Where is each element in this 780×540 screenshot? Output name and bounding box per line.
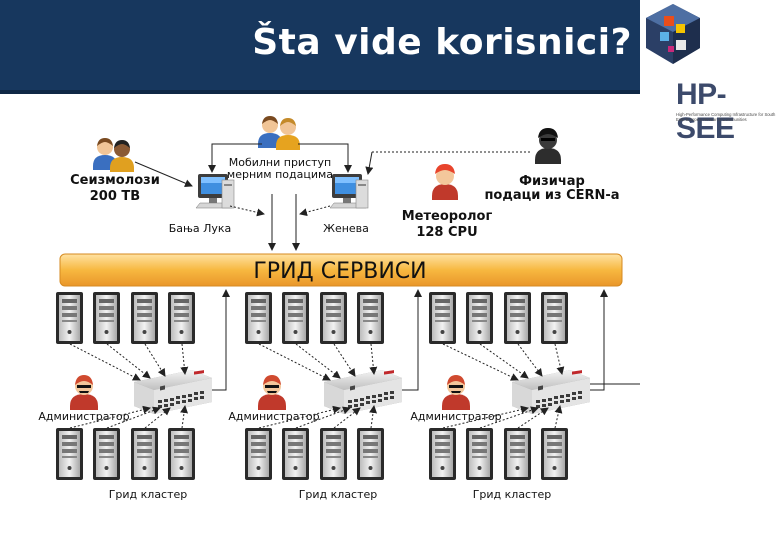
server-tower-icon — [504, 428, 531, 480]
cluster-1-admin-label: Администратор — [38, 410, 129, 423]
cluster-3-admin-label: Администратор — [410, 410, 501, 423]
physicist-label: Физичар — [519, 174, 585, 189]
server-tower-icon — [541, 292, 568, 344]
server-tower-icon — [429, 292, 456, 344]
logo-tagline: High-Performance Computing Infrastructur… — [676, 112, 780, 123]
grid-diagram: Сеизмолози 200 TB Мобилни приступ мерним… — [0, 94, 640, 540]
server-tower-icon — [466, 292, 493, 344]
network-switch-icon — [512, 370, 590, 414]
meteorologist-data-label: 128 CPU — [416, 225, 477, 240]
server-tower-icon — [541, 428, 568, 480]
server-tower-icon — [168, 292, 195, 344]
cluster-1-label: Грид кластер — [109, 488, 188, 501]
seismologists-data-label: 200 TB — [90, 189, 140, 204]
cluster-2-label: Грид кластер — [299, 488, 378, 501]
server-tower-icon — [466, 428, 493, 480]
server-tower-icon — [168, 428, 195, 480]
server-tower-icon — [320, 428, 347, 480]
server-tower-icon — [56, 428, 83, 480]
server-tower-icon — [245, 428, 272, 480]
server-tower-icon — [131, 428, 158, 480]
person-icon — [535, 128, 561, 164]
cluster-2: Администратор Грид кластер — [228, 292, 402, 501]
grid-services-label: ГРИД СЕРВИСИ — [253, 259, 426, 284]
server-tower-icon — [245, 292, 272, 344]
mobile-access-data-label: мерним подацима — [227, 168, 333, 181]
server-tower-icon — [357, 292, 384, 344]
server-tower-icon — [282, 428, 309, 480]
server-tower-icon — [320, 292, 347, 344]
server-tower-icon — [504, 292, 531, 344]
meteorologist-label: Метеоролог — [402, 209, 493, 224]
server-tower-icon — [131, 292, 158, 344]
admin-icon — [442, 375, 470, 410]
cluster-1: Администратор Грид кластер — [38, 292, 212, 501]
terminal-label-left: Бања Лука — [169, 222, 232, 235]
cluster-3-label: Грид кластер — [473, 488, 552, 501]
network-switch-icon — [134, 370, 212, 414]
network-switch-icon — [324, 370, 402, 414]
slide-title: Šta vide korisnici? — [252, 22, 632, 63]
cluster-3: Администратор Грид кластер — [410, 292, 590, 501]
people-icon — [93, 138, 134, 172]
hp-see-cube-logo — [642, 2, 704, 66]
terminal-label-right: Женева — [323, 222, 369, 235]
server-tower-icon — [429, 428, 456, 480]
server-tower-icon — [93, 292, 120, 344]
computer-icon — [330, 174, 368, 208]
admin-icon — [258, 375, 286, 410]
server-tower-icon — [282, 292, 309, 344]
server-tower-icon — [357, 428, 384, 480]
server-tower-icon — [56, 292, 83, 344]
admin-icon — [70, 375, 98, 410]
people-icon — [258, 116, 300, 150]
physicist-data-label: подаци из CERN-а — [484, 188, 619, 203]
person-icon — [432, 164, 458, 200]
seismologists-label: Сеизмолози — [70, 173, 160, 188]
server-tower-icon — [93, 428, 120, 480]
